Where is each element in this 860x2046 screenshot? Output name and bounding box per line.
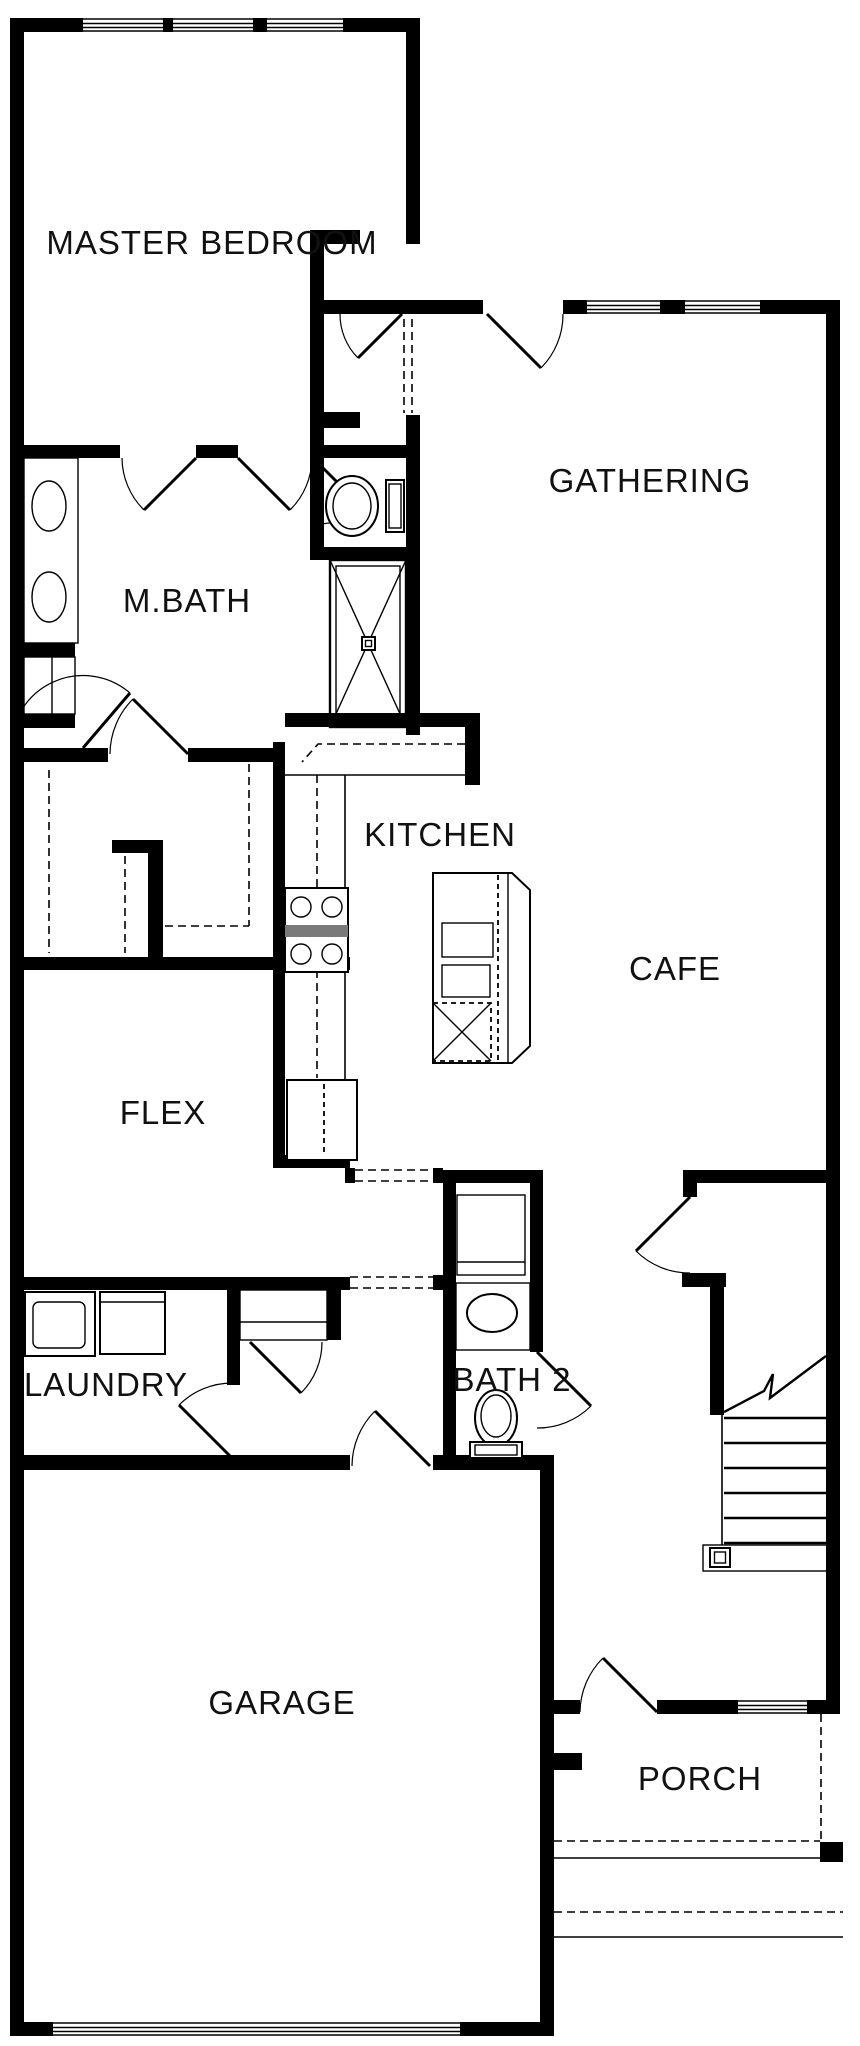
stairs <box>702 1355 831 1572</box>
hall-closet <box>239 1289 328 1341</box>
bath2-sink <box>455 1282 531 1351</box>
wc-vestibule-door <box>236 456 313 512</box>
room-label-kitchen: KITCHEN <box>364 816 516 853</box>
entry-window <box>738 1700 807 1714</box>
windows <box>53 18 807 2036</box>
cafe-hall-door <box>634 1195 692 1274</box>
room-label-porch: PORCH <box>638 1760 762 1797</box>
wic-door <box>109 697 190 756</box>
kitchen-island <box>432 872 531 1064</box>
bath2-cabinet <box>456 1194 526 1276</box>
master-bedroom-window <box>83 18 343 32</box>
linen-door <box>10 675 132 749</box>
bath2-door <box>535 1350 593 1429</box>
room-label-laundry: LAUNDRY <box>24 1366 188 1403</box>
interior-walls <box>10 18 840 1470</box>
double-sink-vanity <box>23 457 79 644</box>
room-label-gathering: GATHERING <box>549 462 752 499</box>
room-label-cafe: CAFE <box>629 950 721 987</box>
stair-landing <box>702 1544 831 1572</box>
range <box>284 887 349 973</box>
front-door <box>579 1656 659 1714</box>
room-label-garage: GARAGE <box>208 1684 355 1721</box>
dryer <box>99 1291 166 1355</box>
garage-door <box>53 2022 460 2036</box>
room-label-master-bedroom: MASTER BEDROOM <box>46 224 377 261</box>
newel-post <box>709 1547 731 1568</box>
exterior-walls <box>10 18 843 2036</box>
laundry-door <box>177 1382 235 1461</box>
room-labels: MASTER BEDROOM GATHERING M.BATH KITCHEN … <box>24 224 762 1797</box>
gathering-entry-door <box>485 312 564 370</box>
shower <box>328 558 408 729</box>
room-label-bath-2: BATH 2 <box>452 1361 571 1398</box>
stair-break-line <box>723 1355 827 1414</box>
walk-in-closet-rods <box>48 764 250 953</box>
room-label-m-bath: M.BATH <box>123 582 251 619</box>
hall-closet-door <box>248 1340 323 1395</box>
washer <box>24 1291 96 1357</box>
cased-openings <box>350 306 433 1289</box>
toilet-bath2 <box>469 1389 523 1459</box>
master-bedroom-door <box>339 312 404 360</box>
garage-entry-door <box>351 1409 432 1468</box>
refrigerator <box>286 1079 358 1161</box>
linen-closet <box>23 656 76 715</box>
mbath-door <box>121 456 198 512</box>
toilet-wc <box>325 475 405 537</box>
porch-outline <box>554 1714 843 1938</box>
room-label-flex: FLEX <box>120 1094 207 1131</box>
gathering-window <box>587 300 760 314</box>
